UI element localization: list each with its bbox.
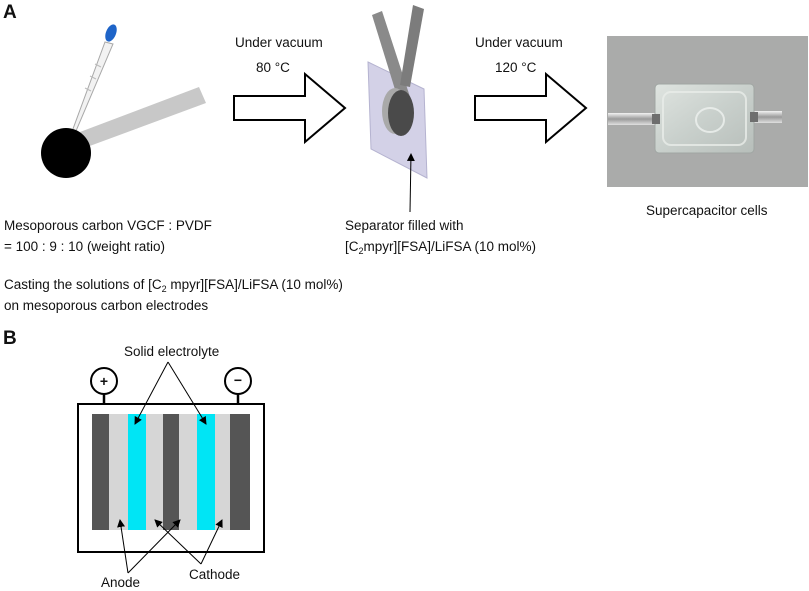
separator-1 xyxy=(109,414,128,530)
separator-2 xyxy=(146,414,163,530)
clip-right xyxy=(400,5,424,87)
cell-cross-section xyxy=(77,361,265,574)
separator-pointer-arrow xyxy=(406,153,415,213)
step1-temperature-label: 80 °C xyxy=(256,60,290,75)
casting-description-line1: Casting the solutions of [C2 mpyr][FSA]/… xyxy=(4,277,343,294)
photo-caption: Supercapacitor cells xyxy=(646,203,768,218)
electrolyte-pointer-2 xyxy=(167,361,207,425)
positive-terminal-symbol: + xyxy=(99,373,109,389)
process-arrow-2 xyxy=(474,71,588,145)
cathode-pointer-2 xyxy=(200,519,223,565)
separator-3 xyxy=(179,414,197,530)
electrolyte-pointer-1 xyxy=(134,361,169,425)
electrode-disk xyxy=(388,90,414,136)
step2-temperature-label: 120 °C xyxy=(495,60,537,75)
panel-label-b: B xyxy=(3,328,17,349)
solid-electrolyte-label: Solid electrolyte xyxy=(124,344,220,359)
electrode-3 xyxy=(230,414,250,530)
electrode-composition-line1: Mesoporous carbon VGCF : PVDF xyxy=(4,218,212,233)
anode-pointer-2 xyxy=(127,519,181,574)
electrode-2 xyxy=(163,414,179,530)
cell-tab-left xyxy=(608,113,664,125)
separator-label-line1: Separator filled with xyxy=(345,218,464,233)
separator-label-line2: [C2mpyr][FSA]/LiFSA (10 mol%) xyxy=(345,239,537,256)
casting-description-line2: on mesoporous carbon electrodes xyxy=(4,298,209,313)
electrolyte-2 xyxy=(197,414,215,530)
electrode-rod xyxy=(80,87,206,147)
panel-label-a: A xyxy=(3,2,17,23)
process-arrow-1 xyxy=(233,71,347,145)
electrode-composition-line2: = 100 : 9 : 10 (weight ratio) xyxy=(4,239,165,254)
step1-condition-label: Under vacuum xyxy=(235,35,323,50)
electrode-1 xyxy=(92,414,109,530)
cathode-pointer-1 xyxy=(154,519,202,565)
separator-assembly xyxy=(367,5,428,179)
anode-pointer-1 xyxy=(117,519,129,574)
carbon-electrode-disk xyxy=(41,128,91,178)
pipette-bulb xyxy=(105,24,117,42)
electrolyte-1 xyxy=(128,414,146,530)
supercapacitor-photo xyxy=(607,36,808,187)
anode-label: Anode xyxy=(101,575,141,590)
casting-illustration xyxy=(41,24,206,178)
pouch-cell xyxy=(654,83,755,154)
separator-4 xyxy=(215,414,230,530)
negative-terminal-symbol: − xyxy=(233,372,243,388)
cathode-label: Cathode xyxy=(189,567,241,582)
step2-condition-label: Under vacuum xyxy=(475,35,563,50)
